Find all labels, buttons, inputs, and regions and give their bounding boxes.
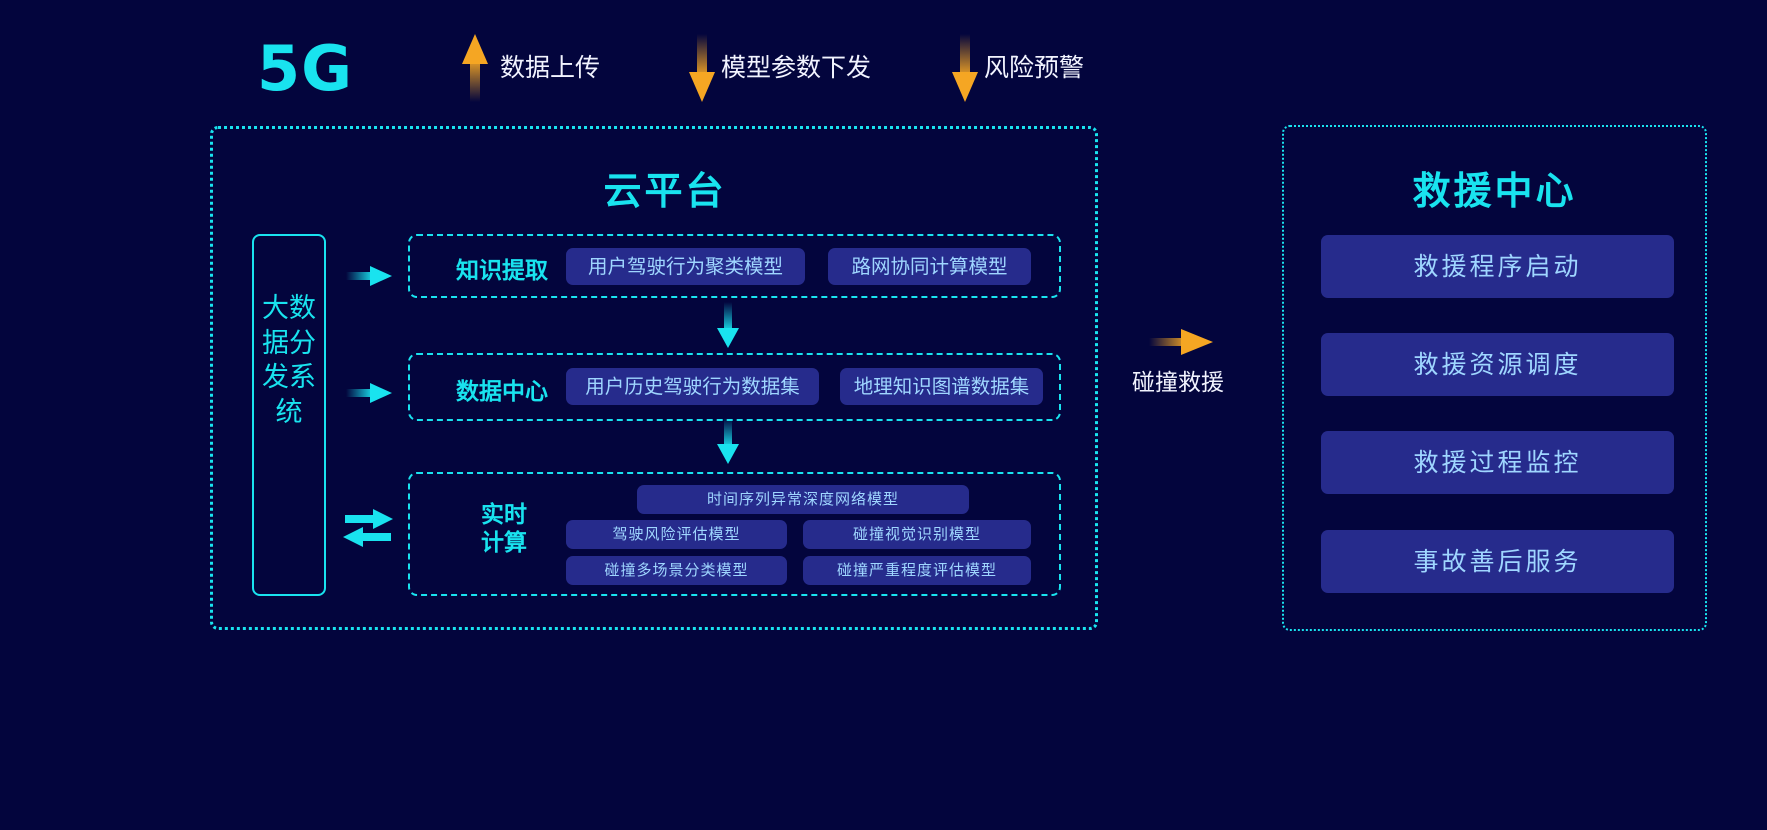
knowledge-extraction-box (408, 234, 1061, 298)
collision-rescue-arrow-icon (1149, 329, 1213, 355)
model-pill: 时间序列异常深度网络模型 (637, 485, 969, 514)
bigdata-distribution-box (252, 234, 326, 596)
data-center-box (408, 353, 1061, 421)
bigdata-to-knowledge-arrow-icon (346, 266, 392, 286)
realtime-compute-box (408, 472, 1061, 596)
model-pill: 用户驾驶行为聚类模型 (566, 248, 805, 285)
dataset-pill: 用户历史驾驶行为数据集 (566, 368, 819, 405)
rescue-step-item: 救援资源调度 (1321, 333, 1674, 396)
cloud-platform-title: 云平台 (603, 169, 727, 213)
bigdata-to-datacenter-arrow-icon (346, 383, 392, 403)
realtime-compute-label: 实时 计算 (481, 502, 527, 556)
model-pill: 驾驶风险评估模型 (566, 520, 787, 549)
dataset-pill: 地理知识图谱数据集 (840, 368, 1043, 405)
upload-arrow-icon (462, 34, 488, 102)
rescue-step-item: 救援过程监控 (1321, 431, 1674, 494)
knowledge-extraction-label: 知识提取 (456, 258, 548, 284)
legend-upload-label: 数据上传 (500, 53, 601, 82)
bidirectional-arrows-icon (343, 509, 393, 547)
data-center-label: 数据中心 (456, 379, 548, 405)
rescue-center-panel (1282, 125, 1707, 631)
rescue-center-title: 救援中心 (1412, 169, 1577, 213)
legend-risk-warning-label: 风险预警 (984, 53, 1085, 82)
risk-warning-arrow-icon (952, 34, 978, 102)
model-pill: 碰撞视觉识别模型 (803, 520, 1031, 549)
down-arrow-icon (717, 418, 739, 464)
model-pill: 碰撞多场景分类模型 (566, 556, 787, 585)
model-pill: 碰撞严重程度评估模型 (803, 556, 1031, 585)
cloud-platform-panel (210, 126, 1098, 630)
collision-rescue-label: 碰撞救援 (1132, 370, 1224, 396)
network-5g-label: 5G (257, 32, 354, 105)
down-arrow-icon (717, 302, 739, 348)
model-pill: 路网协同计算模型 (828, 248, 1031, 285)
rescue-step-item: 事故善后服务 (1321, 530, 1674, 593)
rescue-step-item: 救援程序启动 (1321, 235, 1674, 298)
bigdata-distribution-label: 大数据分发系统 (262, 293, 316, 428)
model-download-arrow-icon (689, 34, 715, 102)
legend-model-download-label: 模型参数下发 (721, 53, 872, 82)
